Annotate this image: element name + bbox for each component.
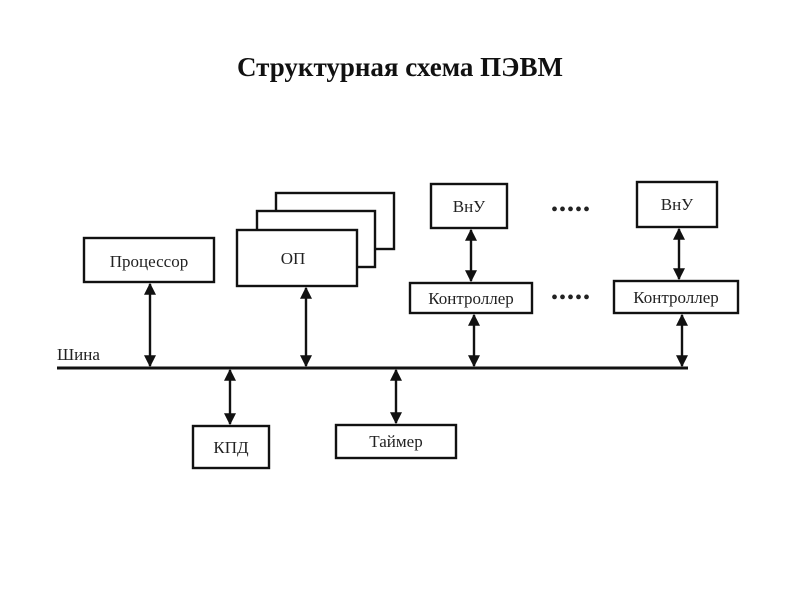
external-device-n-block: ВнУ <box>635 180 719 229</box>
devices-ellipsis: ••••• <box>551 199 591 221</box>
controller-n-block: Контроллер <box>612 279 740 315</box>
controller-1-label: Контроллер <box>428 289 514 308</box>
memory-stack-front <box>235 228 359 288</box>
external-device-n-label: ВнУ <box>661 195 694 214</box>
memory-label: ОП <box>281 249 306 268</box>
external-device-1-block: ВнУ <box>429 182 509 230</box>
timer-label: Таймер <box>369 432 422 451</box>
diagram-title: Структурная схема ПЭВМ <box>237 52 563 82</box>
processor-block: Процессор <box>82 236 216 284</box>
external-device-1-label: ВнУ <box>453 197 486 216</box>
controller-n-label: Контроллер <box>633 288 719 307</box>
dma-label: КПД <box>213 438 249 457</box>
dma-block: КПД <box>191 424 271 470</box>
memory-block: ОП <box>235 191 396 288</box>
timer-block: Таймер <box>334 423 458 460</box>
controllers-ellipsis: ••••• <box>551 287 591 309</box>
bus-label: Шина <box>57 345 100 364</box>
controller-1-block: Контроллер <box>408 281 534 315</box>
processor-label: Процессор <box>110 252 188 271</box>
